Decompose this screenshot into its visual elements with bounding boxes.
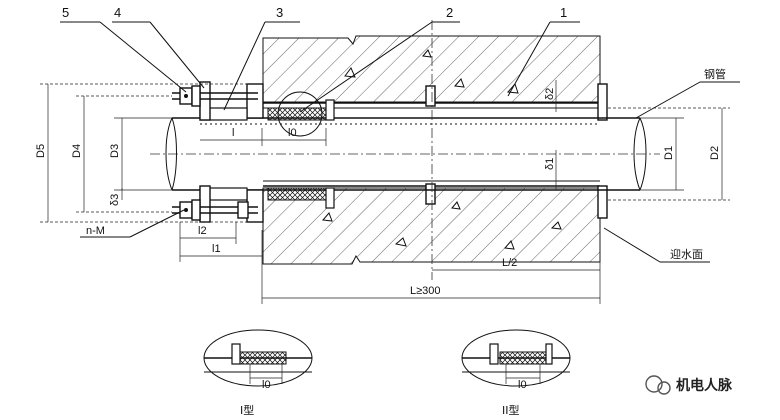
part-number-5: 5	[62, 5, 69, 20]
detail-2-l0: l0	[518, 379, 527, 391]
detail-1-l0: l0	[262, 379, 271, 391]
dim-delta2: δ2	[544, 88, 556, 100]
dim-delta3: δ3	[109, 194, 121, 206]
right-dimensions	[555, 80, 730, 201]
watermark-text: 机电人脉	[676, 377, 733, 394]
detail-type-2-label: II型	[502, 403, 520, 417]
detail-type-2: l0	[461, 329, 571, 391]
dim-l-total: L≥300	[410, 285, 441, 297]
bolt-spec-label: n-M	[86, 225, 105, 237]
dim-d2: D2	[709, 146, 721, 160]
bolt-bottom	[172, 199, 258, 221]
detail-type-1-label: I型	[240, 403, 254, 417]
steel-pipe-label: 钢管	[704, 67, 726, 81]
water-face-label: 迎水面	[670, 248, 703, 261]
flange	[199, 81, 264, 223]
dim-l0: l0	[288, 127, 297, 139]
part-number-1: 1	[560, 5, 567, 20]
detail-type-1: l0	[203, 329, 313, 391]
bottom-dimensions	[179, 128, 601, 304]
part-number-3: 3	[276, 5, 283, 20]
wing-ring	[597, 83, 608, 219]
part-leaders	[60, 21, 740, 263]
detail-circle	[277, 91, 323, 137]
dim-delta1: δ1	[544, 158, 556, 170]
concrete-wall	[262, 35, 601, 265]
dim-l-half: L/2	[502, 257, 517, 269]
dim-d5: D5	[35, 144, 47, 158]
left-dimensions	[40, 83, 248, 223]
dim-d1: D1	[663, 146, 675, 160]
dim-l: l	[232, 127, 234, 139]
dim-l1: l1	[212, 243, 221, 255]
water-stop-ring	[425, 85, 436, 205]
part-number-4: 4	[114, 5, 121, 20]
rubber-seal	[267, 99, 335, 209]
dim-l2: l2	[198, 225, 207, 237]
dim-d3: D3	[109, 144, 121, 158]
bolt-top	[172, 85, 258, 107]
watermark: 机电人脉	[645, 375, 733, 395]
dim-d4: D4	[71, 144, 83, 158]
part-number-2: 2	[446, 5, 453, 20]
